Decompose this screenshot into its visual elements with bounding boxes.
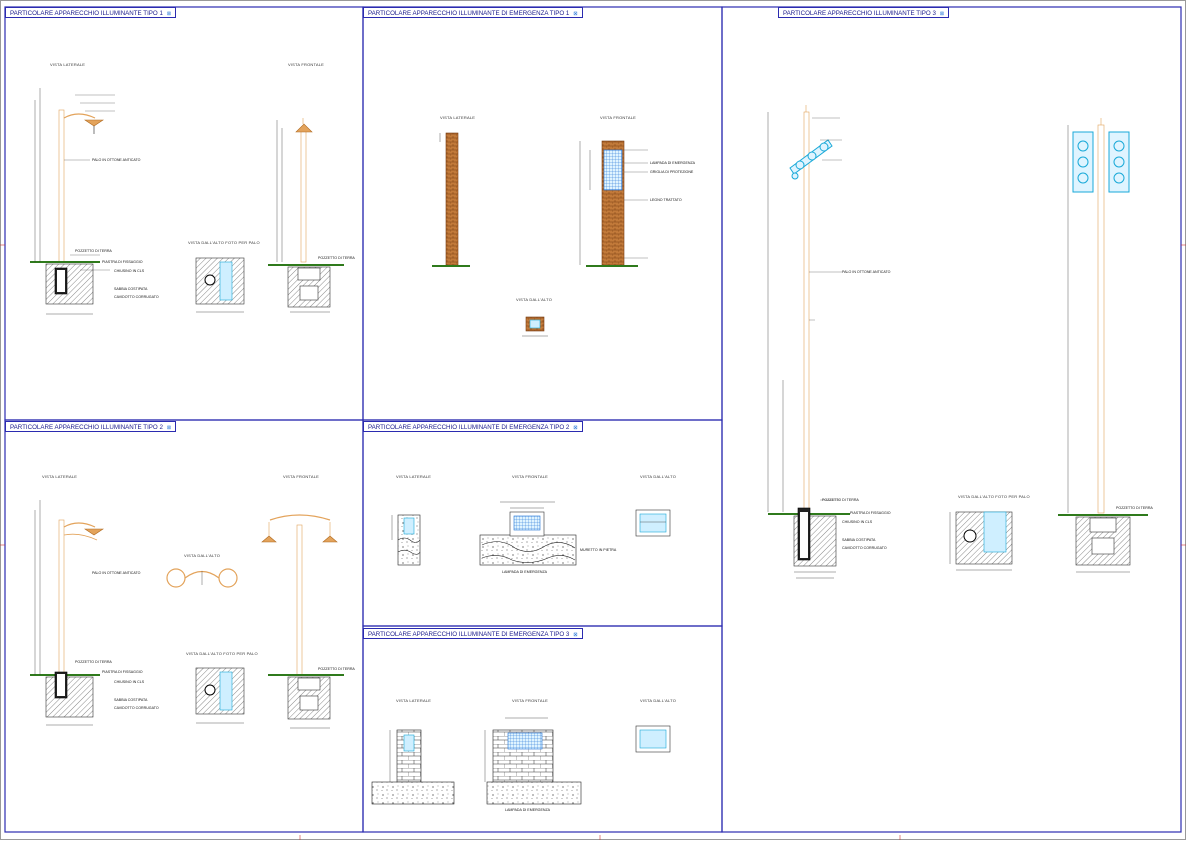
view-caption: VISTA FRONTALE xyxy=(283,474,319,479)
tipo2-top xyxy=(166,568,238,588)
tipo3-plan xyxy=(949,511,1013,571)
panel-title-tipo-3: PARTICOLARE APPARECCHIO ILLUMINANTE TIPO… xyxy=(778,7,950,18)
emergenza1-frontal xyxy=(579,140,648,267)
label-cls-2: CHIUSINO IN CLS xyxy=(114,680,145,684)
label-terra-3: POZZETTO DI TERRA xyxy=(822,498,859,502)
frame-tipo-3 xyxy=(721,6,1182,833)
tipo2-frontal xyxy=(261,514,344,729)
panel-tag-icon: ⊠ xyxy=(573,425,578,431)
view-caption: VISTA FRONTALE xyxy=(288,62,324,67)
emergenza2-frontal xyxy=(479,501,577,566)
panel-title-text: PARTICOLARE APPARECCHIO ILLUMINANTE TIPO… xyxy=(783,10,936,17)
label-terra: POZZETTO DI TERRA xyxy=(75,249,112,253)
tipo2-lateral xyxy=(30,500,104,726)
label-sabbia: SABBIA COSTIPATA xyxy=(114,287,148,291)
panel-tag-icon: ⊠ xyxy=(166,425,172,431)
view-caption: VISTA LATERALE xyxy=(396,698,432,703)
label-staffa-3: PIASTRA DI FISSAGGIO xyxy=(850,511,891,515)
label-cls: CHIUSINO IN CLS xyxy=(114,269,145,273)
panel-title-emergenza-1: PARTICOLARE APPARECCHIO ILLUMINANTE DI E… xyxy=(363,7,583,18)
panel-title-text: PARTICOLARE APPARECCHIO ILLUMINANTE DI E… xyxy=(368,424,570,431)
label-staffa-2: PIASTRA DI FISSAGGIO xyxy=(102,670,143,674)
frame-emergenza-1 xyxy=(362,6,723,421)
label-legno-e1: LEGNO TRATTATO xyxy=(650,198,682,202)
view-caption: VISTA DALL'ALTO FOTO PER PALO xyxy=(188,240,260,245)
emergenza2-lateral xyxy=(391,514,421,566)
label-cavo-2: CAVIDOTTO CORRUGATO xyxy=(114,706,159,710)
panel-title-tipo-1: PARTICOLARE APPARECCHIO ILLUMINANTE TIPO… xyxy=(5,7,177,18)
label-terra-front-2: POZZETTO DI TERRA xyxy=(318,667,355,671)
label-cavo-3: CAVIDOTTO CORRUGATO xyxy=(842,546,887,550)
label-terra-front-3: POZZETTO DI TERRA xyxy=(1116,506,1153,510)
label-terra-front: POZZETTO DI TERRA xyxy=(318,256,355,260)
tipo3-lateral xyxy=(767,105,850,579)
sheet-ticks xyxy=(0,244,1186,840)
label-palo: PALO IN OTTONE ANTICATO xyxy=(92,158,141,162)
label-cls-3: CHIUSINO IN CLS xyxy=(842,520,873,524)
label-lampada-e1: LAMPADA DI EMERGENZA xyxy=(650,161,696,165)
tipo3-frontal xyxy=(1058,118,1148,573)
emergenza3-frontal xyxy=(484,717,582,805)
view-caption: VISTA DALL'ALTO xyxy=(184,553,220,558)
emergenza3-plan xyxy=(635,725,671,753)
panel-tag-icon: ⊠ xyxy=(166,11,172,17)
view-caption: VISTA LATERALE xyxy=(396,474,432,479)
label-sabbia-3: SABBIA COSTIPATA xyxy=(842,538,876,542)
panel-title-emergenza-3: PARTICOLARE APPARECCHIO ILLUMINANTE DI E… xyxy=(363,628,583,639)
view-caption: VISTA LATERALE xyxy=(42,474,78,479)
label-griglia-e1: GRIGLIA DI PROTEZIONE xyxy=(650,170,694,174)
label-palo-3: PALO IN OTTONE ANTICATO xyxy=(842,270,891,274)
view-caption: VISTA DALL'ALTO FOTO PER PALO xyxy=(958,494,1030,499)
view-caption: VISTA DALL'ALTO FOTO PER PALO xyxy=(186,651,258,656)
panel-frames xyxy=(4,6,1182,833)
view-caption: VISTA FRONTALE xyxy=(600,115,636,120)
view-caption: VISTA LATERALE xyxy=(440,115,476,120)
tipo2-plan xyxy=(195,667,245,724)
panel-title-text: PARTICOLARE APPARECCHIO ILLUMINANTE DI E… xyxy=(368,631,570,638)
panel-title-emergenza-2: PARTICOLARE APPARECCHIO ILLUMINANTE DI E… xyxy=(363,421,583,432)
panel-title-text: PARTICOLARE APPARECCHIO ILLUMINANTE TIPO… xyxy=(10,424,163,431)
label-terra-2: POZZETTO DI TERRA xyxy=(75,660,112,664)
emergenza3-lateral xyxy=(371,729,455,805)
panel-title-text: PARTICOLARE APPARECCHIO ILLUMINANTE DI E… xyxy=(368,10,570,17)
tipo1-lateral xyxy=(30,88,115,315)
label-lampada-e2: LAMPADA DI EMERGENZA xyxy=(502,570,548,574)
label-lampada-e3: LAMPADA DI EMERGENZA xyxy=(505,808,551,812)
panel-tag-icon: ⊠ xyxy=(573,632,578,638)
view-caption: VISTA DALL'ALTO xyxy=(516,297,552,302)
label-cavo: CAVIDOTTO CORRUGATO xyxy=(114,295,159,299)
tipo1-plan xyxy=(195,257,245,313)
panel-tag-icon: ⊠ xyxy=(573,11,578,17)
view-caption: VISTA LATERALE xyxy=(50,62,86,67)
panel-title-tipo-2: PARTICOLARE APPARECCHIO ILLUMINANTE TIPO… xyxy=(5,421,177,432)
emergenza2-plan xyxy=(635,509,671,537)
panel-tag-icon: ⊠ xyxy=(939,11,945,17)
label-palo-2: PALO IN OTTONE ANTICATO xyxy=(92,571,141,575)
view-caption: VISTA FRONTALE xyxy=(512,474,548,479)
panel-title-text: PARTICOLARE APPARECCHIO ILLUMINANTE TIPO… xyxy=(10,10,163,17)
label-pietra-e2: MURETTO IN PIETRA xyxy=(580,548,617,552)
tipo1-frontal xyxy=(268,118,344,313)
label-sabbia-2: SABBIA COSTIPATA xyxy=(114,698,148,702)
view-caption: VISTA DALL'ALTO xyxy=(640,474,676,479)
view-caption: VISTA DALL'ALTO xyxy=(640,698,676,703)
emergenza1-plan xyxy=(522,316,548,337)
emergenza1-lateral xyxy=(432,132,470,267)
label-staffa: PIASTRA DI FISSAGGIO xyxy=(102,260,143,264)
view-caption: VISTA FRONTALE xyxy=(512,698,548,703)
